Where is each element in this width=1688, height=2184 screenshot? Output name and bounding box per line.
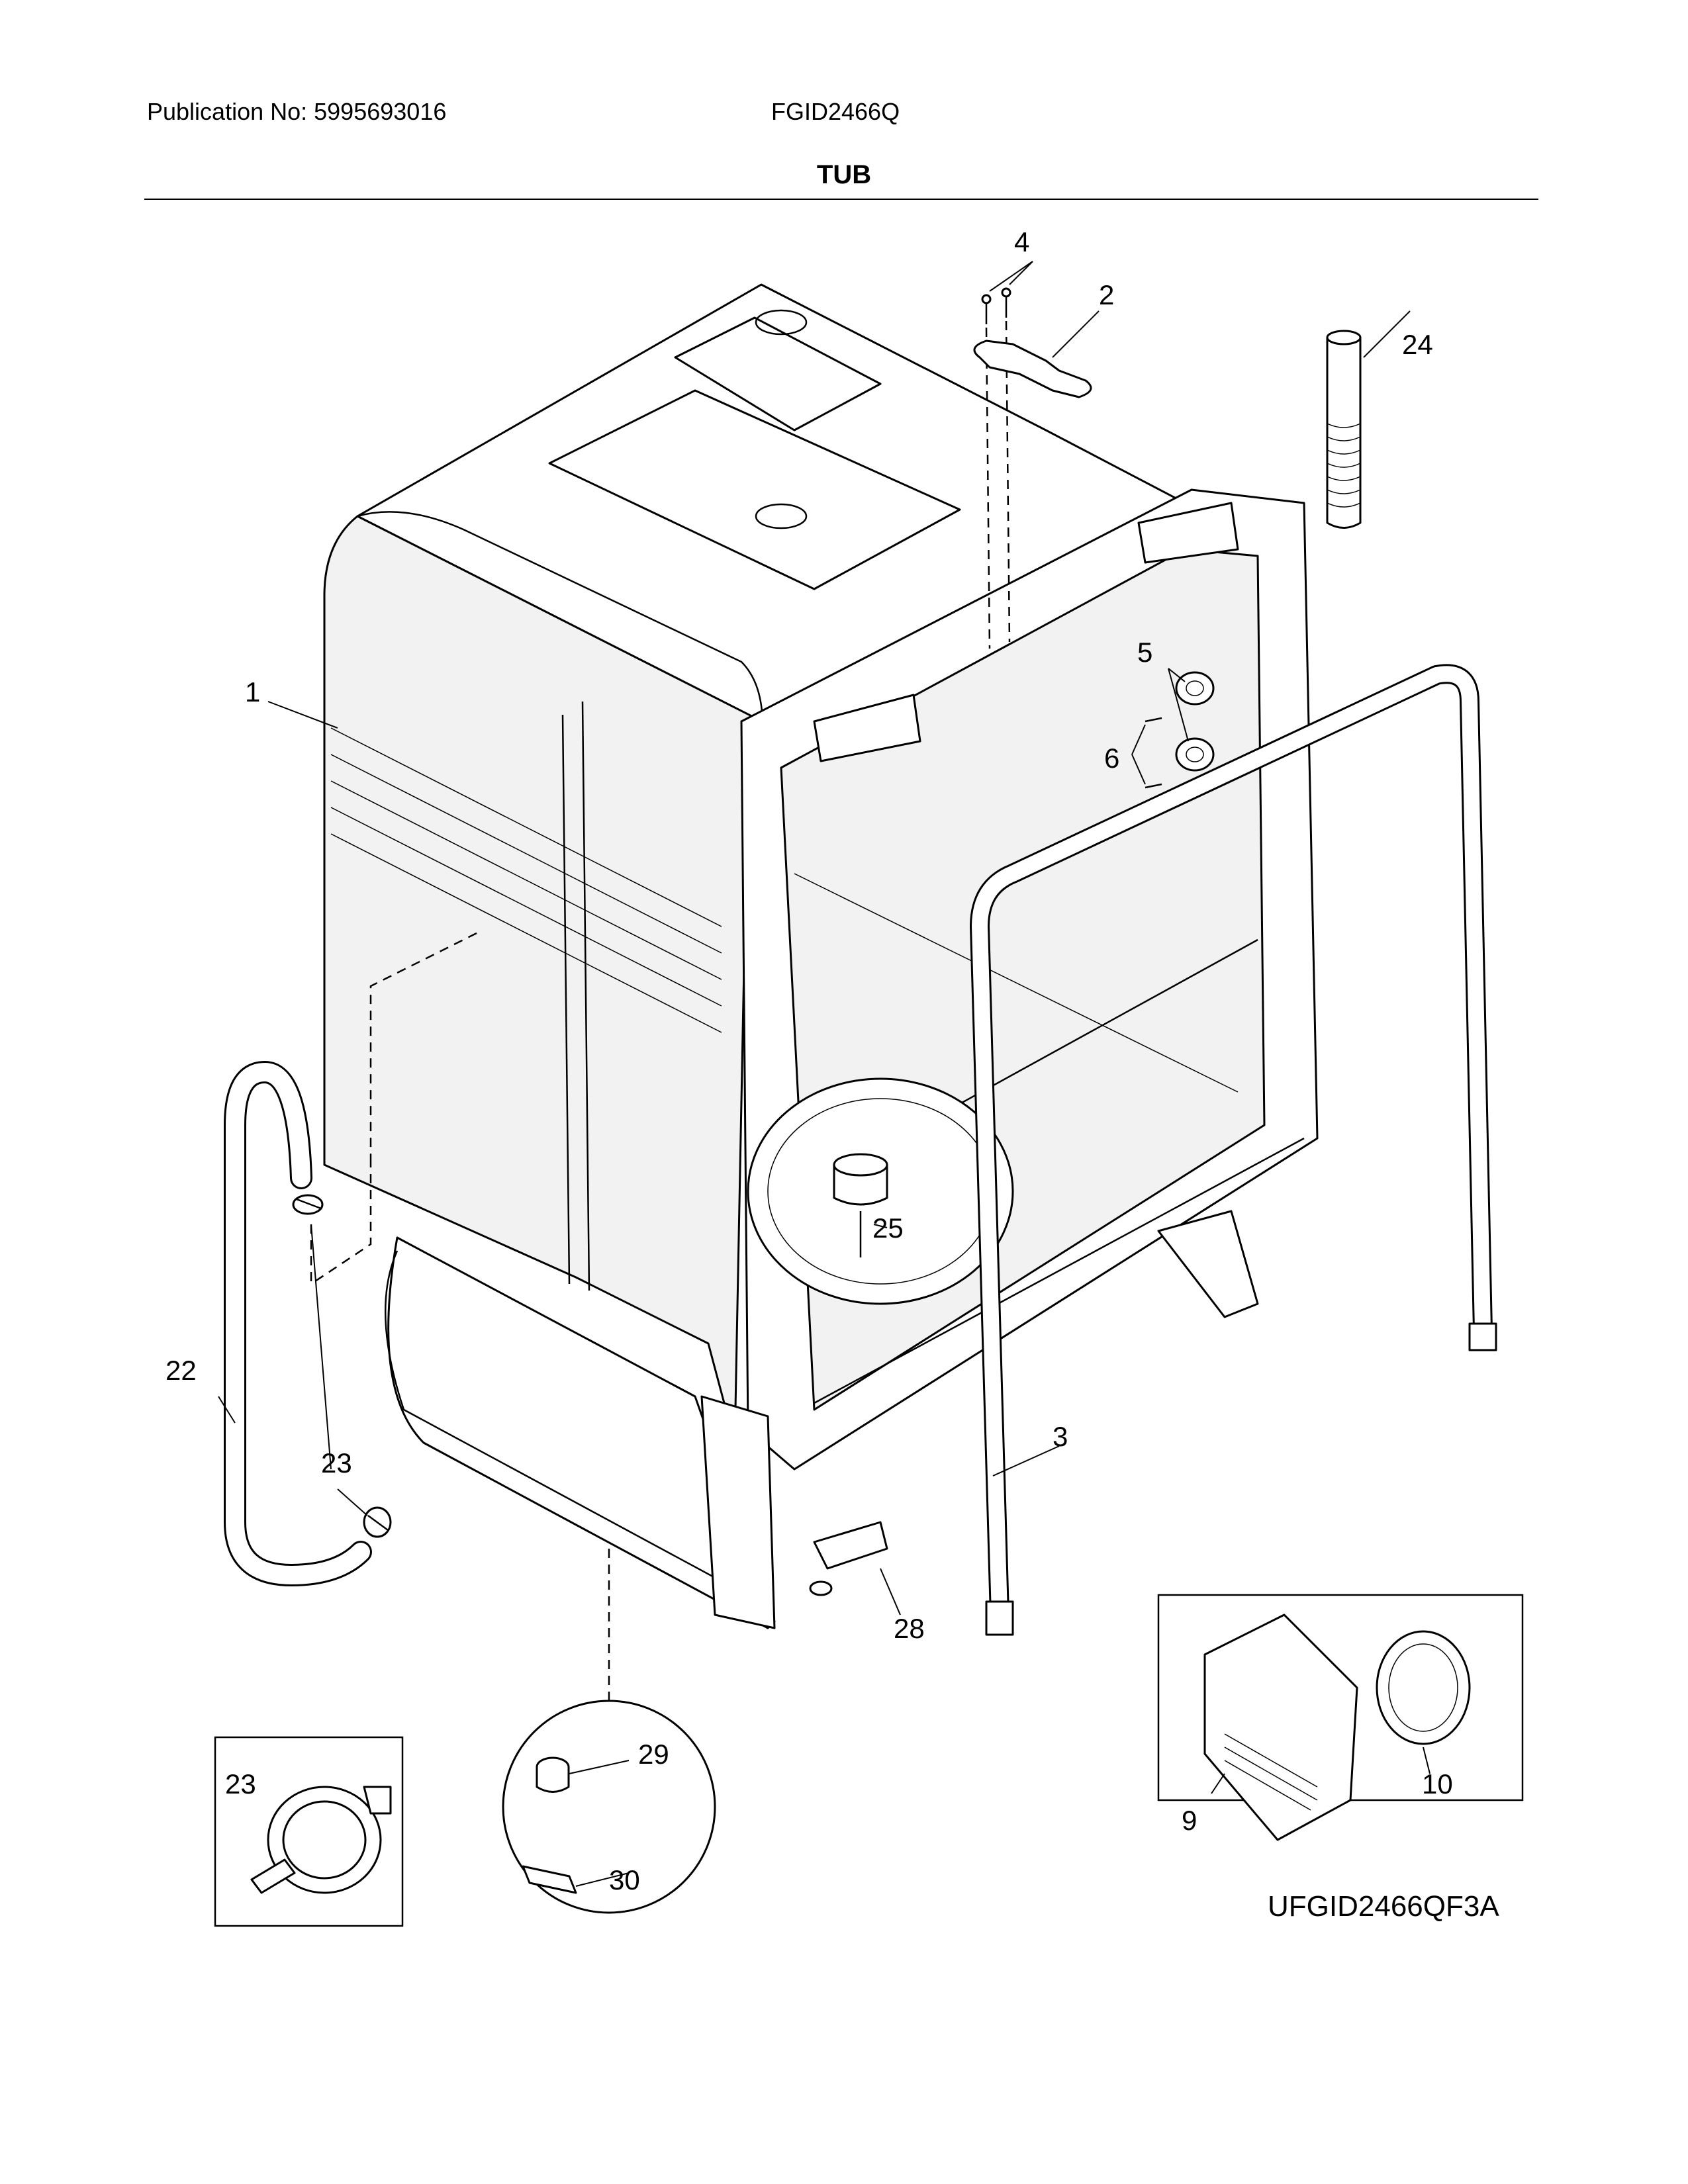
callout-9: 9 — [1182, 1805, 1197, 1836]
callout-3: 3 — [1053, 1421, 1068, 1452]
callout-4: 4 — [1014, 226, 1029, 257]
callout-29: 29 — [638, 1739, 669, 1770]
callouts: 1 2 3 4 5 6 9 10 22 23 23 24 25 28 29 30… — [165, 226, 1499, 1923]
top-bracket — [973, 340, 1092, 398]
callout-1: 1 — [245, 676, 260, 707]
fill-tube — [1326, 330, 1362, 529]
sump-actuator — [833, 1153, 888, 1257]
drain-hose — [224, 1061, 372, 1586]
grommets — [1175, 671, 1215, 772]
thermostat-detail-circle — [502, 1700, 716, 1914]
callout-10: 10 — [1422, 1768, 1453, 1799]
hose-clamp-lower — [363, 1506, 392, 1538]
door-switch — [809, 1521, 888, 1596]
mounting-screws — [981, 287, 1011, 324]
callout-23-detail: 23 — [225, 1768, 256, 1799]
callout-25: 25 — [872, 1212, 904, 1244]
publication-number: Publication No: 5995693016 — [147, 98, 447, 125]
callout-24: 24 — [1402, 329, 1433, 360]
clamp-detail-box — [214, 1736, 404, 1927]
callout-5: 5 — [1137, 637, 1152, 668]
callout-28: 28 — [894, 1613, 925, 1644]
hose-clamp-upper — [292, 1194, 324, 1215]
leader-lines — [218, 261, 1430, 1887]
tub-body — [323, 283, 1319, 1629]
door-gasket — [970, 664, 1497, 1636]
callout-22: 22 — [165, 1355, 197, 1386]
callout-2: 2 — [1099, 279, 1114, 310]
callout-6: 6 — [1104, 743, 1119, 774]
diagram-code: UFGID2466QF3A — [1268, 1890, 1499, 1923]
callout-23: 23 — [321, 1447, 352, 1479]
header-divider — [144, 199, 1538, 200]
model-number: FGID2466Q — [771, 98, 900, 125]
control-detail-box — [1157, 1594, 1524, 1841]
section-title: TUB — [816, 160, 872, 189]
grommet-screws — [1145, 717, 1162, 789]
callout-30: 30 — [609, 1864, 640, 1895]
